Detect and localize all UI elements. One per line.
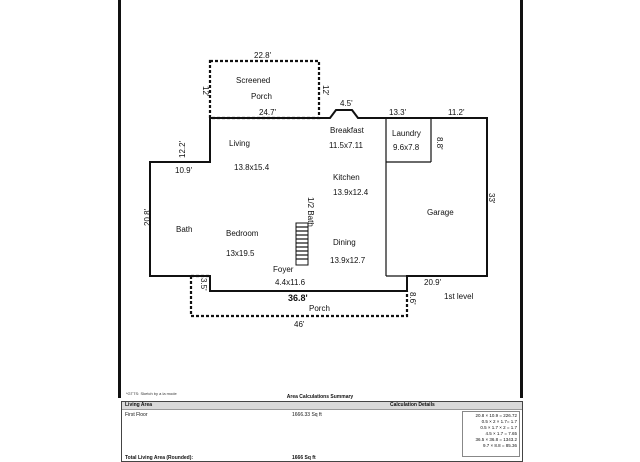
breakfast-label: Breakfast xyxy=(330,126,365,135)
summary-header-row: Living Area Calculation Details xyxy=(122,402,522,410)
dim-top-garage: 11.2' xyxy=(448,108,465,117)
calc-line-4: 4.5 × 1.7 = 7.65 xyxy=(485,431,517,436)
screened-porch-outline xyxy=(208,59,321,120)
dim-screened-left: 12' xyxy=(201,86,210,97)
total-living-area-label: Total Living Area (Rounded): xyxy=(125,455,194,461)
page-frame-right xyxy=(520,0,523,398)
calc-line-6: 9.7 × 8.8 = 85.36 xyxy=(482,443,517,448)
porch-label: Porch xyxy=(309,304,330,313)
breakfast-size: 11.5x7.11 xyxy=(329,141,364,150)
garage-label: Garage xyxy=(427,208,454,217)
calc-details-box: 20.8 × 10.9 = 226.72 0.5 × 2 × 1.7= 1.7 … xyxy=(462,411,520,457)
calc-line-1: 20.8 × 10.9 = 226.72 xyxy=(475,413,517,418)
calc-details-header: Calculation Details xyxy=(390,402,435,408)
dim-top-screened: 22.8' xyxy=(254,51,272,60)
calc-line-3: 0.5 × 1.7 × 2 = 1.7 xyxy=(480,425,517,430)
dim-top-breakfast: 13.3' xyxy=(389,108,407,117)
page-frame-left xyxy=(118,0,121,398)
first-floor-label: First Floor xyxy=(125,412,148,418)
foyer-size: 4.4x11.6 xyxy=(275,278,306,287)
laundry-label: Laundry xyxy=(392,129,421,138)
dim-living-left: 12.2' xyxy=(178,140,187,158)
dim-bay: 4.5' xyxy=(340,99,353,108)
dining-size: 13.9x12.7 xyxy=(330,256,366,265)
dining-label: Dining xyxy=(333,238,356,247)
living-size: 13.8x15.4 xyxy=(234,163,270,172)
total-living-area-value: 1666 Sq ft xyxy=(292,455,316,461)
dim-screened-bottom: 24.7' xyxy=(259,108,277,117)
calc-line-2: 0.5 × 2 × 1.7= 1.7 xyxy=(481,419,517,424)
foyer-label: Foyer xyxy=(273,265,294,274)
bedroom-size: 13x19.5 xyxy=(226,249,255,258)
living-area-header: Living Area xyxy=(125,402,153,408)
dim-porch-left: 3.5' xyxy=(199,278,208,291)
screened-porch-label-1: Screened xyxy=(236,76,270,85)
kitchen-size: 13.9x12.4 xyxy=(333,188,369,197)
living-label: Living xyxy=(229,139,250,148)
dim-west-wall: 20.8' xyxy=(143,208,152,226)
first-floor-value: 1666.33 Sq ft xyxy=(292,412,322,418)
dim-step-left: 10.9' xyxy=(175,166,193,175)
kitchen-label: Kitchen xyxy=(333,173,360,182)
bath-label: Bath xyxy=(176,225,192,234)
bedroom-label: Bedroom xyxy=(226,229,259,238)
front-porch-outline xyxy=(189,276,409,318)
level-label: 1st level xyxy=(444,292,474,301)
sketch-note: *GTTS: Sketch by a la mode xyxy=(126,391,177,396)
staircase xyxy=(295,222,309,266)
dim-porch-bottom: 46' xyxy=(294,320,305,329)
dim-laundry-side: 8.8' xyxy=(435,137,444,150)
floor-plan-drawing: Screened Porch Living 13.8x15.4 Breakfas… xyxy=(143,51,496,329)
dim-porch-right: 8.6' xyxy=(408,292,417,305)
dim-garage-east: 33' xyxy=(487,193,496,204)
calc-line-5: 36.5 × 36.8 = 1343.2 xyxy=(475,437,517,442)
dim-screened-right: 12' xyxy=(321,85,330,96)
area-summary-title: Area Calculations Summary xyxy=(286,394,354,400)
laundry-size: 9.6x7.8 xyxy=(393,143,420,152)
dim-porch-top: 36.8' xyxy=(288,293,308,303)
area-summary-table: Living Area Calculation Details First Fl… xyxy=(121,401,523,462)
half-bath-label: 1/2 Bath xyxy=(306,197,315,227)
dim-garage-bottom: 20.9' xyxy=(424,278,442,287)
screened-porch-label-2: Porch xyxy=(251,92,272,101)
